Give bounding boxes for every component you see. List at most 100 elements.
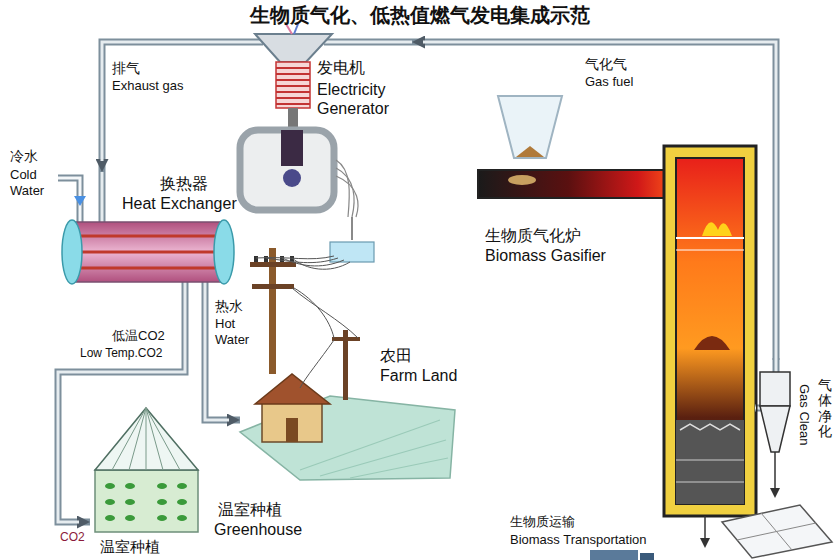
power-wire — [336, 168, 354, 217]
component-name-en: Biomass Gasifier — [485, 246, 606, 265]
component-node: 发电机Electricity Generator — [222, 32, 412, 217]
text-slot: 气体净化 — [818, 378, 832, 440]
reactor-grate — [676, 250, 744, 251]
exchanger-shell — [74, 222, 222, 282]
coil-winding — [276, 97, 310, 99]
connectors — [58, 42, 776, 522]
label-holder: Low Temp.CO2 — [80, 346, 162, 360]
field-row — [350, 458, 448, 478]
flame — [702, 222, 732, 236]
component-node: 温室种植Greenhouse — [90, 400, 325, 542]
label-holder: Cold Water — [10, 167, 52, 198]
generator-coil — [276, 62, 310, 108]
power-wire — [336, 176, 358, 217]
flow-connector — [352, 217, 353, 240]
coil-winding — [276, 91, 310, 93]
component-name: 发电机 — [317, 58, 365, 77]
text-slot: Biomass Transportation — [510, 532, 647, 548]
ash-zone — [676, 420, 744, 504]
plant — [177, 483, 187, 489]
flow-label: Hot Water — [215, 316, 257, 347]
text-slot: 换热器 — [160, 174, 208, 193]
coil-winding — [276, 73, 310, 75]
flow-label: 排气 — [112, 60, 140, 77]
coil-winding — [276, 67, 310, 69]
power-line — [266, 258, 338, 263]
truck-cab — [640, 553, 654, 560]
greenhouse-frame — [112, 408, 180, 470]
ash-line — [676, 459, 744, 460]
flow-connector — [102, 42, 222, 172]
exchanger-tube — [80, 251, 216, 254]
reactor-core — [676, 158, 744, 504]
power-line — [282, 258, 344, 266]
pipe-core — [755, 407, 756, 410]
text-slot: 发电机 — [317, 58, 365, 77]
pipe — [755, 405, 756, 412]
power-line — [292, 288, 358, 338]
pipe — [324, 39, 412, 46]
flow-label: 温室种植 — [100, 538, 160, 556]
pipe — [324, 41, 412, 44]
engine-illustration — [240, 24, 358, 217]
flow-label: Exhaust gas — [112, 78, 184, 94]
cyclone-outlet — [774, 452, 776, 490]
coil-winding — [276, 79, 310, 81]
solar-panel — [722, 505, 832, 558]
gasifier-illustration — [478, 96, 756, 548]
frame-bar — [146, 408, 180, 470]
flow-label: Gas fuel — [585, 74, 633, 90]
exchanger-tube — [80, 235, 216, 238]
insulator — [254, 256, 258, 262]
diagram-title: 生物质气化、低热值燃气发电集成示范 — [0, 2, 840, 29]
text-slot: 温室种植 — [218, 500, 282, 519]
component-name: 温室种植 — [218, 500, 282, 519]
text-slot: 农田 — [380, 346, 412, 365]
text-slot: Gas Clean — [796, 384, 812, 445]
biomass-feed — [508, 175, 536, 185]
engine-head — [255, 34, 332, 62]
coil-winding — [276, 85, 310, 87]
plants — [105, 483, 187, 521]
component-name-en: Biomass Transportation — [510, 532, 647, 548]
pole-crossbar — [250, 262, 296, 267]
pipe-core — [58, 294, 185, 522]
coil-windings — [276, 68, 310, 104]
grate — [680, 424, 740, 430]
reactor-wall — [664, 146, 756, 516]
greenhouse-roof — [95, 408, 198, 470]
exchanger-cap — [62, 220, 82, 284]
component-name: 换热器 — [160, 174, 208, 193]
component-name-en: Heat Exchanger — [122, 194, 237, 213]
component-name-en: Farm Land — [380, 366, 457, 385]
plant — [105, 483, 115, 489]
pipe — [101, 172, 104, 222]
farmland-illustration — [240, 242, 455, 480]
junction-box — [330, 242, 374, 262]
flow-connector — [412, 42, 776, 360]
exchanger-cap — [214, 220, 234, 284]
pipe — [773, 358, 780, 373]
feed-hopper — [498, 96, 562, 158]
label-holder: 低温CO2 — [112, 328, 165, 344]
pipe — [222, 41, 263, 44]
component-node: 农田Farm Land — [240, 240, 460, 480]
text-slot: 生物质运输 — [510, 514, 575, 530]
heat-exchanger-illustration — [62, 220, 234, 284]
plant — [177, 499, 187, 505]
pole-crossbar — [332, 337, 360, 341]
flow-label: 低温CO2 — [112, 328, 165, 344]
component-node: 换热器Heat Exchanger — [62, 172, 262, 294]
component-node: 生物质运输 Biomass Transportation — [500, 512, 670, 558]
label-holder: Hot Water — [215, 316, 257, 347]
text-slot: Farm Land — [380, 366, 457, 385]
field-row — [320, 440, 446, 476]
component-name-en: Greenhouse — [214, 520, 302, 539]
frame-bar — [146, 408, 163, 470]
engine-piston — [281, 130, 303, 166]
cyclone-illustration — [760, 372, 790, 498]
flow-label: Low Temp.CO2 — [80, 346, 162, 360]
power-line — [294, 288, 334, 338]
label-holder: CO2 — [60, 530, 85, 544]
